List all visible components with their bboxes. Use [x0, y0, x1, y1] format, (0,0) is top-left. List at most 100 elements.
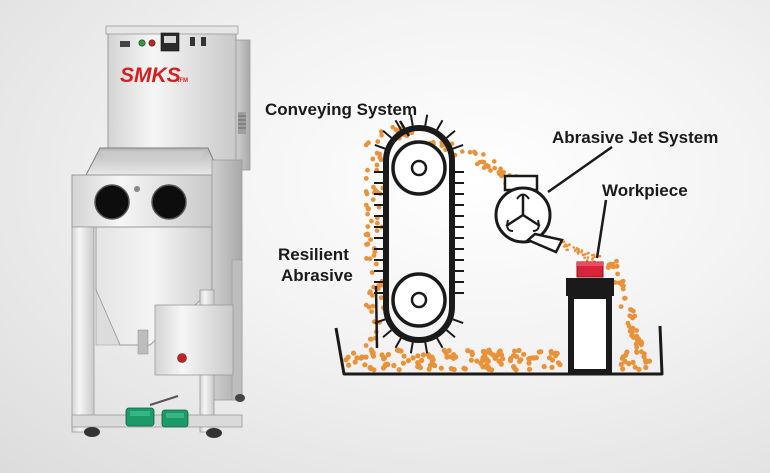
abrasive-particle — [447, 354, 453, 360]
bristle — [424, 342, 429, 354]
abrasive-particle — [629, 330, 635, 336]
abrasive-particle — [370, 353, 377, 359]
abrasive-particle — [363, 343, 369, 348]
caster-icon — [235, 394, 245, 402]
abrasive-particle — [632, 334, 638, 340]
leader-conveying — [398, 120, 411, 137]
label-abrasive: Abrasive — [281, 266, 353, 285]
label-workpiece: Workpiece — [602, 181, 688, 200]
abrasive-particle — [439, 143, 445, 148]
abrasive-particle — [370, 156, 376, 162]
red-indicator-icon — [148, 39, 156, 47]
abrasive-particle — [481, 165, 487, 171]
abrasive-particle — [638, 341, 643, 347]
abrasive-particle — [410, 355, 416, 361]
abrasive-particle — [486, 347, 492, 353]
abrasive-particle — [497, 169, 503, 175]
abrasive-particle — [624, 349, 630, 355]
abrasive-particle — [371, 253, 377, 258]
abrasive-particle — [507, 357, 514, 364]
left-glove-port-icon — [94, 184, 130, 220]
abrasive-particle — [351, 350, 357, 356]
bristle — [445, 130, 456, 139]
abrasive-particle — [592, 253, 596, 257]
abrasive-particle — [629, 314, 635, 320]
abrasive-particle — [593, 255, 596, 259]
abrasive-particle — [628, 307, 633, 312]
abrasive-particle — [489, 367, 495, 373]
abrasive-particle — [415, 360, 421, 366]
abrasive-particle — [376, 283, 382, 288]
leader-resilient — [374, 285, 379, 349]
abrasive-particle — [365, 231, 370, 237]
emergency-stop-icon — [177, 353, 187, 363]
control-panel — [120, 32, 206, 52]
abrasive-particle — [622, 358, 628, 364]
abrasive-particle — [483, 364, 489, 370]
abrasive-particle — [498, 361, 504, 367]
abrasive-particle — [591, 257, 594, 260]
abrasive-particle — [516, 347, 522, 354]
abrasive-particle — [420, 352, 426, 358]
green-indicator-icon — [138, 39, 146, 47]
label-conveying-system: Conveying System — [265, 100, 417, 119]
abrasive-particle — [500, 356, 506, 362]
abrasive-particle — [491, 159, 497, 164]
abrasive-particle — [363, 142, 369, 148]
abrasive-particle — [633, 341, 639, 347]
abrasive-jet-icon — [494, 174, 564, 254]
abrasive-particle — [375, 139, 381, 145]
abrasive-particle — [478, 360, 484, 366]
abrasive-particle — [585, 259, 589, 262]
abrasive-particle — [382, 355, 388, 361]
abrasive-particle — [526, 360, 532, 366]
abrasive-particle — [468, 357, 474, 363]
abrasive-particle — [369, 309, 374, 314]
bristle — [445, 329, 456, 338]
abrasive-particle — [373, 261, 379, 267]
abrasive-particle — [385, 351, 391, 358]
abrasive-particle — [573, 249, 577, 252]
abrasive-particle — [576, 252, 580, 255]
abrasive-particle — [496, 349, 502, 355]
abrasive-particle — [401, 353, 407, 359]
abrasive-particle — [443, 350, 449, 356]
abrasive-particle — [554, 350, 560, 356]
bristle — [394, 119, 402, 131]
abrasive-particle — [526, 366, 533, 372]
abrasive-particle — [615, 271, 620, 277]
abrasive-particle — [475, 161, 480, 167]
bristle — [374, 143, 386, 150]
abrasive-particle — [415, 353, 421, 359]
brand-suffix: AFM — [175, 78, 188, 84]
abrasive-particle — [565, 244, 569, 248]
abrasive-particle — [451, 366, 457, 373]
abrasive-particle — [614, 263, 620, 269]
abrasive-particle — [620, 354, 626, 360]
abrasive-particle — [374, 228, 380, 234]
side-vent-icon — [238, 112, 246, 134]
abrasive-particle — [488, 168, 493, 173]
abrasive-particle — [622, 295, 627, 301]
bristle — [394, 337, 402, 349]
abrasive-particle — [479, 159, 485, 165]
workpiece-fixture — [566, 261, 614, 375]
abrasive-particle — [614, 258, 619, 264]
caster-icon — [206, 428, 222, 438]
abrasive-particle — [461, 365, 467, 371]
top-cabinet — [107, 29, 237, 171]
abrasive-particle — [438, 365, 444, 371]
abrasive-particle — [485, 358, 491, 364]
abrasive-particle — [634, 328, 639, 333]
abrasive-tray — [334, 325, 664, 376]
abrasive-particle — [549, 350, 555, 356]
abrasive-particle — [467, 149, 473, 155]
abrasive-particle — [359, 354, 365, 360]
abrasive-particle — [620, 366, 626, 372]
abrasive-particle — [429, 359, 435, 365]
abrasive-particle — [426, 366, 432, 372]
abrasive-particle — [405, 358, 411, 364]
abrasive-particle — [429, 354, 435, 360]
abrasive-particle — [473, 151, 478, 156]
abrasive-particle — [366, 304, 372, 310]
